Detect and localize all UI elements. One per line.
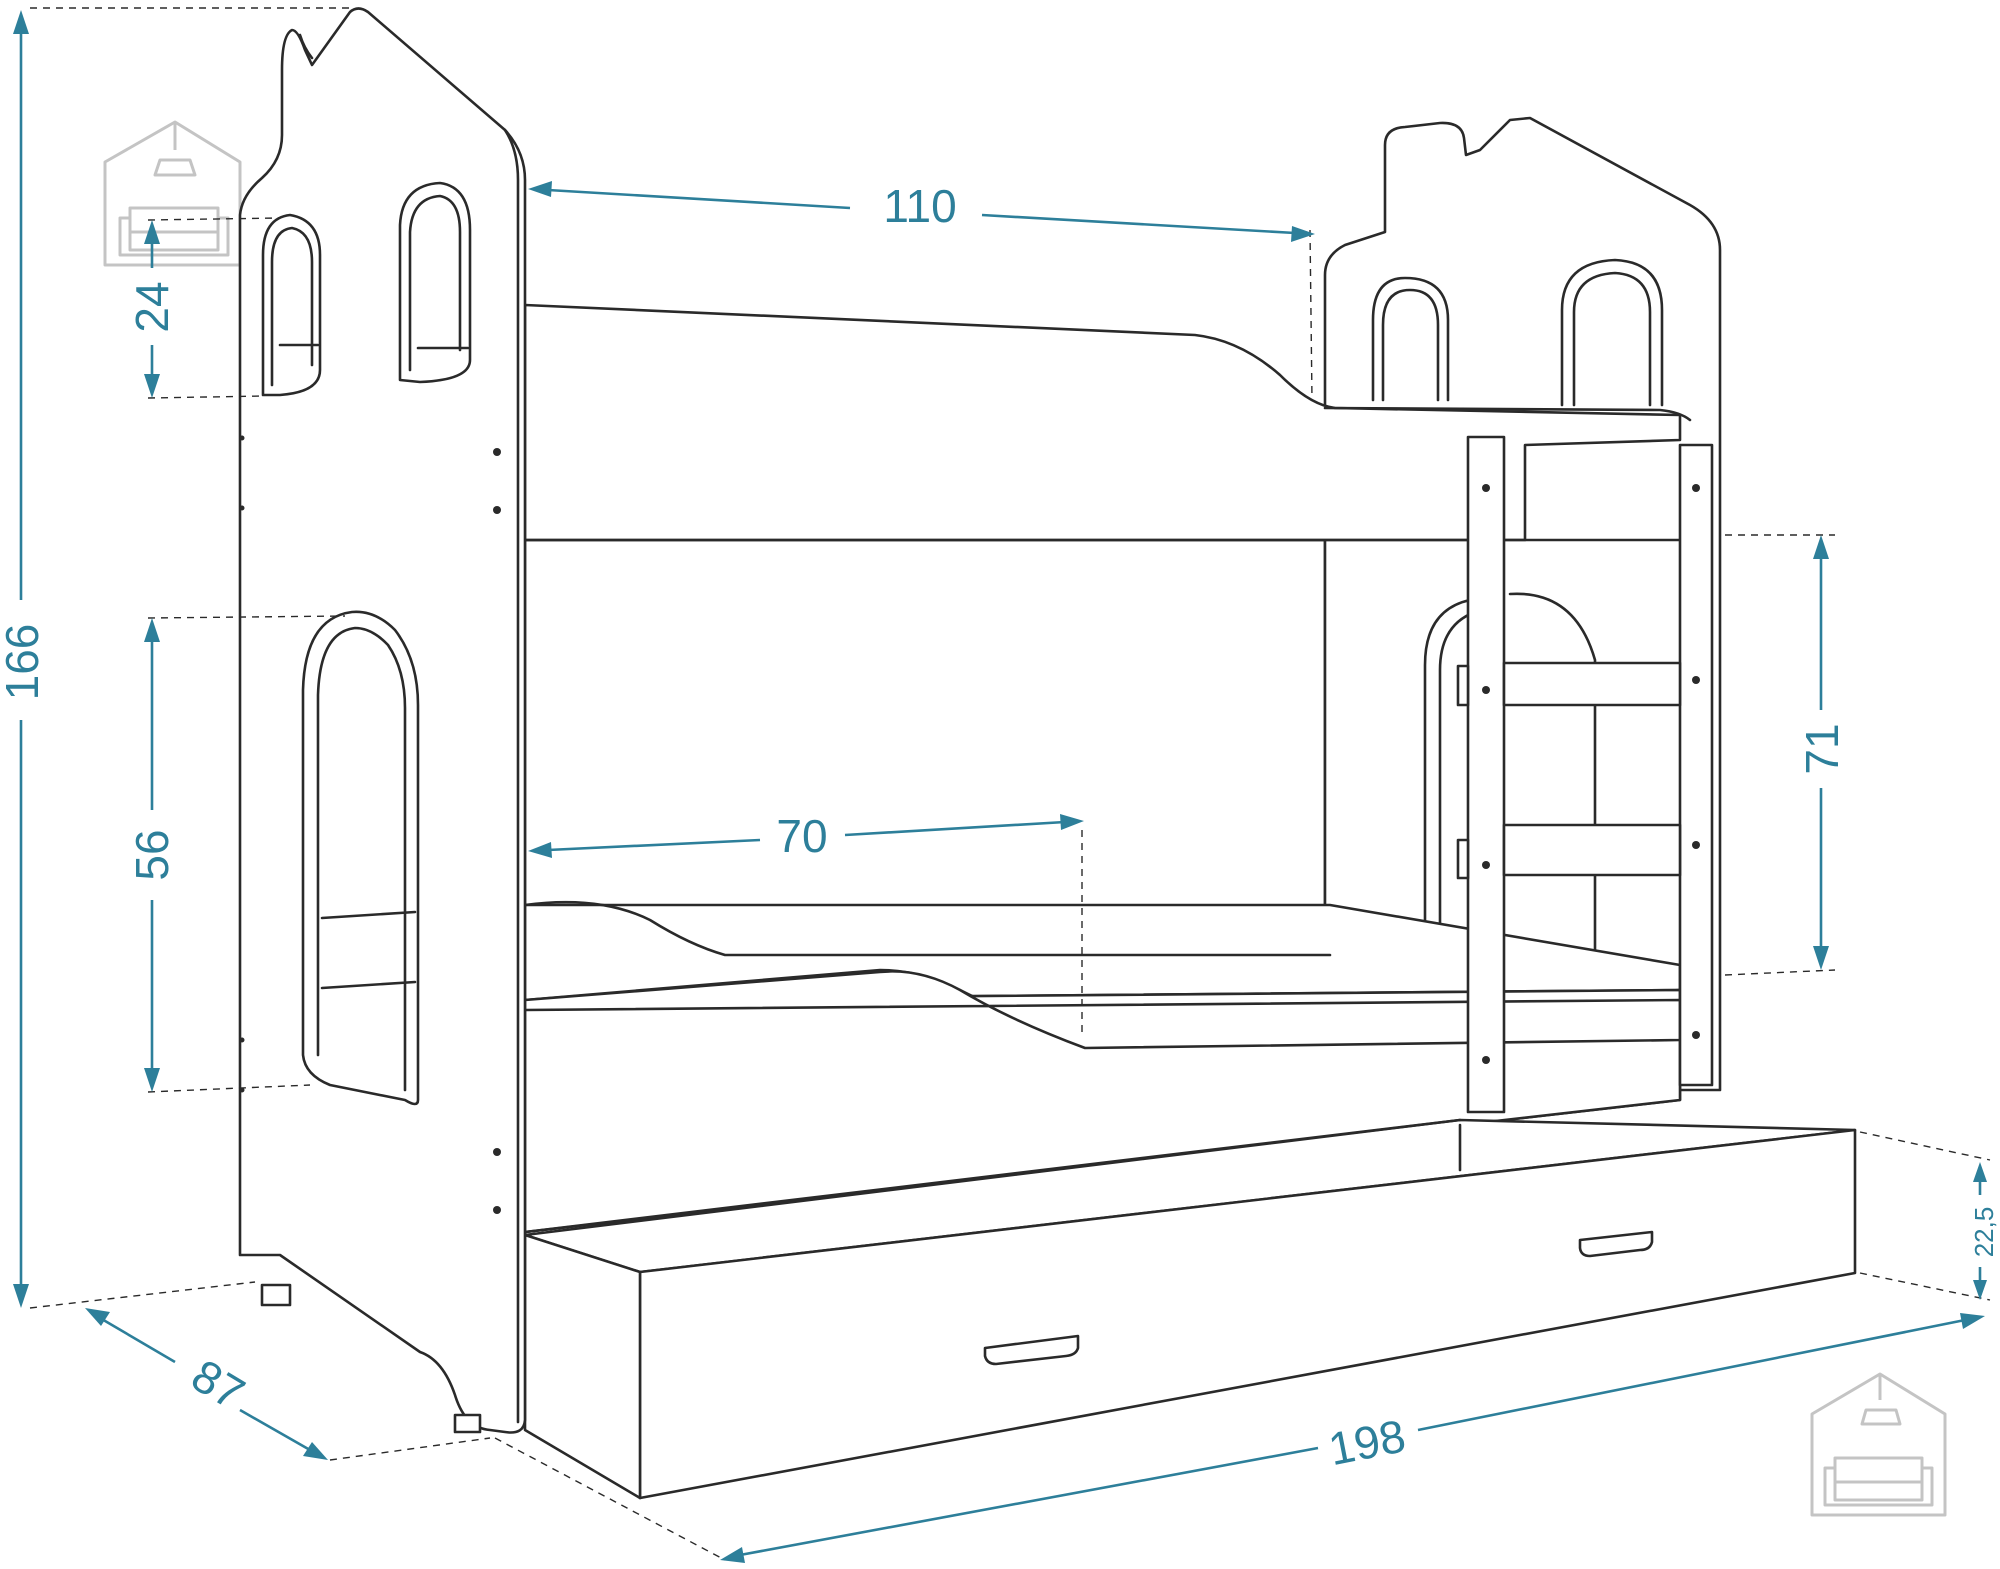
dimension-label-71: 71 xyxy=(1796,723,1848,774)
left-headboard-window xyxy=(398,181,472,384)
right-headboard-window xyxy=(1560,258,1664,407)
dimension-label-22-5: 22,5 xyxy=(1969,1207,1999,1258)
right-headboard-window xyxy=(1371,276,1450,402)
dimension-label-87: 87 xyxy=(183,1349,254,1420)
dimension-upper-width: 110 xyxy=(528,180,1315,242)
dimension-depth: 87 xyxy=(85,1308,328,1460)
dimension-top-opening: 24 xyxy=(126,220,178,398)
dimension-label-70: 70 xyxy=(776,810,827,862)
house-sofa-logo-icon xyxy=(1810,1372,1947,1517)
dimension-label-198: 198 xyxy=(1324,1409,1409,1475)
drawer-handle xyxy=(983,1334,1080,1366)
dimension-ladder-height: 71 xyxy=(1796,535,1848,970)
dimension-label-24: 24 xyxy=(126,281,178,332)
drawer-side xyxy=(523,1233,642,1500)
drawer-handle xyxy=(1578,1230,1654,1258)
dimension-label-166: 166 xyxy=(0,624,48,701)
left-headboard-lower-window xyxy=(301,610,420,1106)
dimension-label-110: 110 xyxy=(883,180,956,232)
ladder xyxy=(1456,435,1714,1114)
dimension-bottom-opening: 56 xyxy=(126,618,178,1092)
house-sofa-logo-icon xyxy=(103,120,242,267)
dimension-drawer-height: 22,5 xyxy=(1969,1162,1999,1300)
dimension-height-total: 166 xyxy=(0,10,48,1308)
dimension-lower-opening: 70 xyxy=(528,810,1084,862)
back-panel xyxy=(523,538,1327,957)
left-headboard-window xyxy=(261,213,322,397)
dimension-label-56: 56 xyxy=(126,829,178,880)
dimension-length: 198 xyxy=(720,1313,1985,1563)
